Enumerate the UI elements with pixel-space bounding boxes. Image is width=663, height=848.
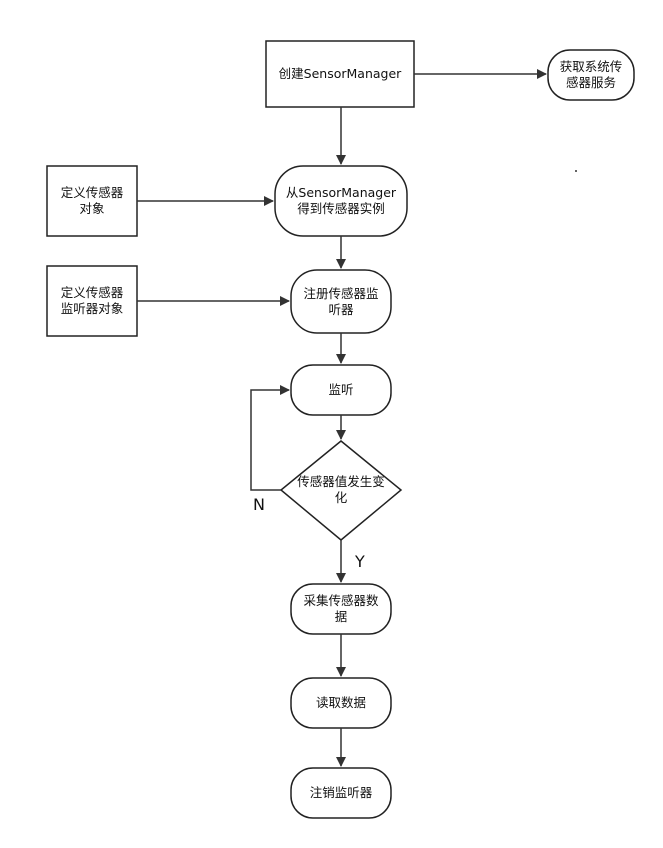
register-listener-label: 注册传感器监 听器 bbox=[303, 285, 379, 317]
edge-decision-no-loop bbox=[250, 385, 290, 491]
define-sensor-label: 定义传感器 对象 bbox=[60, 185, 124, 216]
listen-label: 监听 bbox=[328, 382, 354, 397]
define-sensor-box bbox=[46, 165, 138, 237]
unregister-box bbox=[290, 767, 392, 819]
get-service-box bbox=[547, 49, 635, 101]
create-manager-box bbox=[265, 40, 415, 108]
create-manager-label: 创建SensorManager bbox=[278, 66, 402, 81]
stray-dot bbox=[575, 170, 577, 172]
get-sensor-label: 从SensorManager 得到传感器实例 bbox=[285, 185, 397, 216]
define-listener-label: 定义传感器 监听器对象 bbox=[60, 285, 124, 316]
value-changed-label: 传感器值发生变 化 bbox=[297, 474, 385, 505]
collect-data-label: 采集传感器数 据 bbox=[303, 593, 379, 624]
edge-label-no: N bbox=[253, 495, 265, 514]
edge-label-yes: Y bbox=[355, 552, 365, 571]
unregister-label: 注销监听器 bbox=[309, 785, 373, 800]
get-service-label: 获取系统传 感器服务 bbox=[559, 59, 623, 90]
read-data-label: 读取数据 bbox=[315, 695, 366, 710]
